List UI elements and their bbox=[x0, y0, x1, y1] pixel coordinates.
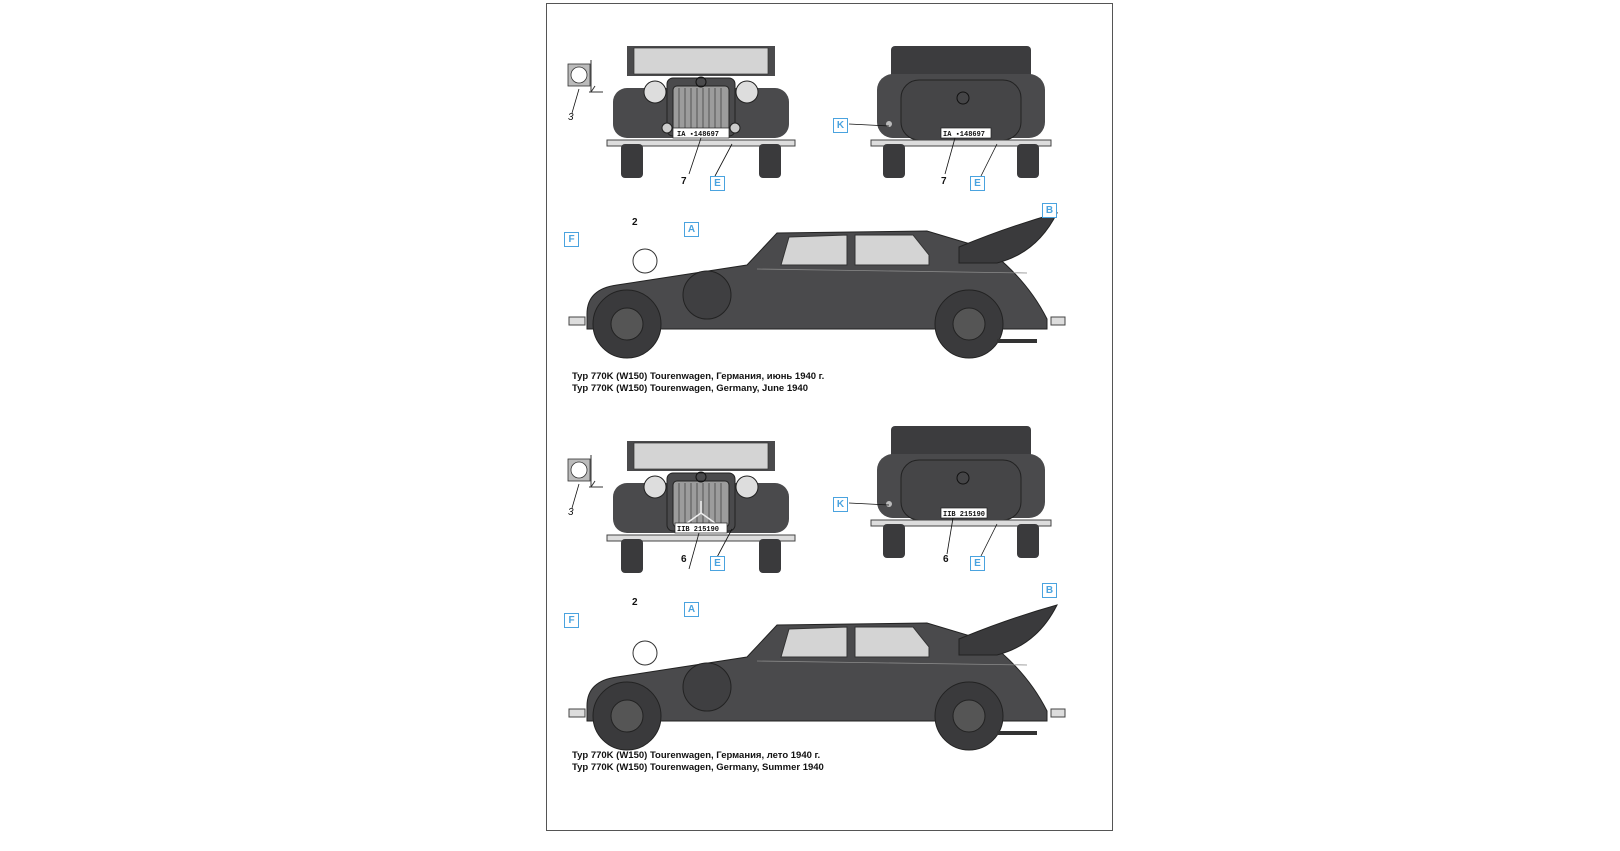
rear-k-leader bbox=[848, 123, 890, 127]
pennant-leader bbox=[571, 88, 580, 114]
rear-plate-number: 6 bbox=[943, 554, 949, 565]
rear-e-leader bbox=[980, 143, 998, 177]
callout-e-rear: E bbox=[970, 556, 985, 571]
front-e-leader bbox=[714, 143, 733, 177]
front-plate-1: IA ▪148697 bbox=[677, 131, 719, 139]
pennant-flag-icon bbox=[567, 60, 603, 93]
caption-ru-1: Typ 770K (W150) Tourenwagen, Германия, и… bbox=[572, 371, 825, 382]
callout-b-side: B bbox=[1042, 583, 1057, 598]
callout-k-rear: K bbox=[833, 118, 848, 133]
front-view: IA ▪148697 bbox=[606, 46, 796, 178]
rear-k-leader bbox=[848, 502, 890, 506]
rear-view: IIB 215190 bbox=[870, 426, 1052, 558]
caption-ru-2: Typ 770K (W150) Tourenwagen, Германия, л… bbox=[572, 750, 821, 761]
front-view: IIB 215190 bbox=[606, 441, 796, 573]
caption-en-1: Typ 770K (W150) Tourenwagen, Germany, Ju… bbox=[572, 383, 808, 394]
front-e-leader bbox=[714, 528, 733, 562]
callout-a-side: A bbox=[684, 222, 699, 237]
pennant-leader bbox=[571, 483, 580, 509]
side-view bbox=[568, 212, 1066, 359]
front-plate-number: 6 bbox=[681, 554, 687, 565]
callout-e-front: E bbox=[710, 176, 725, 191]
pennant-flag-icon bbox=[567, 455, 603, 488]
rear-plate-2: IIB 215190 bbox=[943, 511, 985, 519]
instruction-sheet: 3 IA ▪148697 7 E bbox=[546, 3, 1113, 831]
front-plate-2: IIB 215190 bbox=[677, 526, 719, 534]
side-marking-number: 2 bbox=[632, 217, 638, 228]
rear-view: IA ▪148697 bbox=[870, 46, 1052, 178]
front-plate-number: 7 bbox=[681, 176, 687, 187]
rear-e-leader bbox=[980, 523, 998, 557]
variant-2: 3 IIB 215190 6 bbox=[547, 399, 1114, 799]
callout-b-side: B bbox=[1042, 203, 1057, 218]
callout-a-side: A bbox=[684, 602, 699, 617]
pennant-number: 3 bbox=[568, 507, 574, 518]
callout-e-rear: E bbox=[970, 176, 985, 191]
callout-f-side: F bbox=[564, 232, 579, 247]
callout-e-front: E bbox=[710, 556, 725, 571]
callout-k-rear: K bbox=[833, 497, 848, 512]
caption-en-2: Typ 770K (W150) Tourenwagen, Germany, Su… bbox=[572, 762, 824, 773]
pennant-number: 3 bbox=[568, 112, 574, 123]
side-marking-number: 2 bbox=[632, 597, 638, 608]
rear-plate-number: 7 bbox=[941, 176, 947, 187]
callout-f-side: F bbox=[564, 613, 579, 628]
rear-plate-1: IA ▪148697 bbox=[943, 131, 985, 139]
side-view bbox=[568, 604, 1066, 751]
variant-1: 3 IA ▪148697 7 E bbox=[547, 4, 1114, 404]
